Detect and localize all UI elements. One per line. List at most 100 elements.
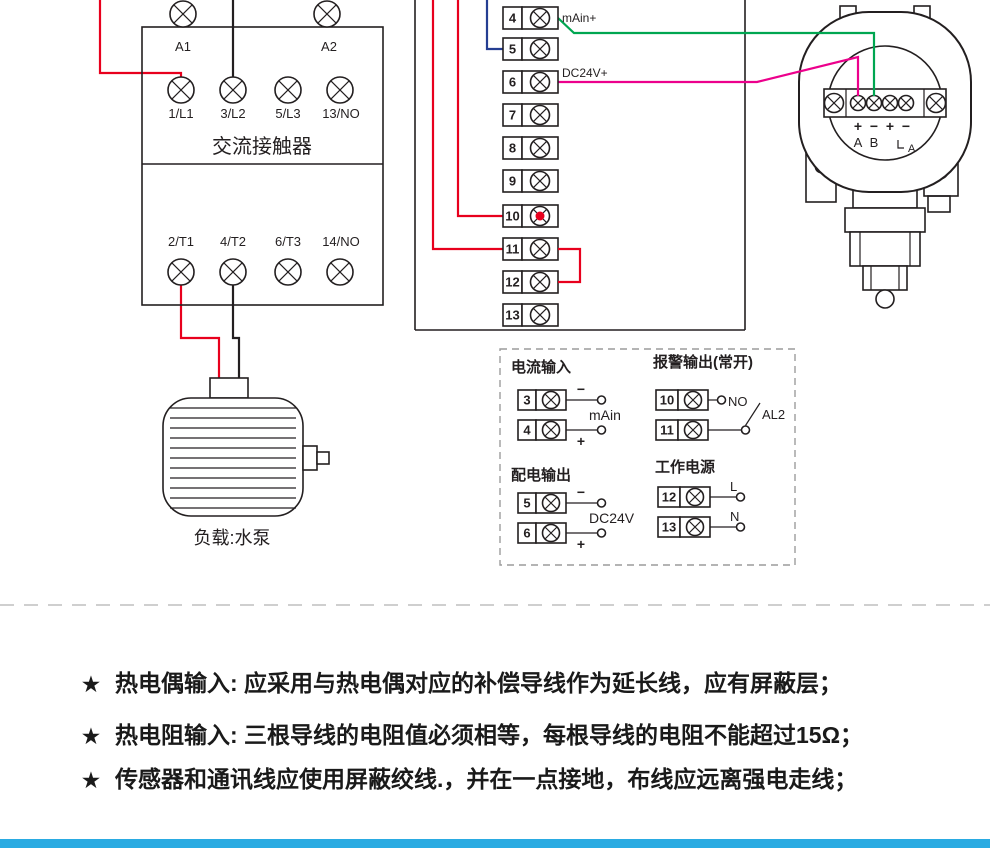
svg-text:4: 4 — [523, 423, 531, 438]
svg-text:13: 13 — [505, 308, 519, 323]
input-terminal-label: 5/L3 — [275, 106, 300, 121]
controller-box — [414, 0, 746, 331]
legend-working-power: 工作电源 12 L 13 N — [655, 458, 746, 538]
no-contact-label: NO — [728, 394, 748, 409]
diagram-svg: + − + − A B A A1 A2 — [0, 0, 990, 606]
polarity-label: + — [886, 118, 894, 134]
legend-border — [499, 348, 796, 566]
wire-end-terminal — [735, 492, 746, 502]
wire-signal-green — [557, 17, 876, 96]
note-line-3: ★ 传感器和通讯线应使用屏蔽绞线.，并在一点接地，布线应远离强电走线； — [82, 760, 857, 794]
note-text: 热电阻输入: 三根导线的电阻值必须相等，每根导线的电阻不能超过15Ω； — [114, 722, 864, 748]
output-terminal-label: 6/T3 — [275, 234, 301, 249]
svg-text:11: 11 — [506, 242, 520, 257]
wire-dc-plus-magenta — [558, 55, 860, 96]
line-label: L — [730, 479, 737, 494]
svg-text:+: + — [577, 433, 585, 449]
svg-text:5: 5 — [523, 496, 530, 511]
wire-load-black — [231, 285, 241, 378]
legend-power-output: 配电输出 5 − 6 + DC24V — [511, 466, 635, 552]
terminal-row: 12 — [502, 270, 559, 294]
alarm-name: AL2 — [762, 407, 785, 422]
pressure-transmitter: + − + − A B A — [798, 5, 972, 309]
svg-text:8: 8 — [509, 141, 516, 156]
wire-jumper-red — [558, 247, 582, 284]
output-terminal-label: 4/T2 — [220, 234, 246, 249]
svg-text:+: + — [577, 536, 585, 552]
terminal4-signal-label: mAin+ — [562, 11, 596, 25]
output-terminal-label: 14/NO — [322, 234, 360, 249]
star-bullet-icon: ★ — [82, 674, 100, 696]
terminal-row: 11 — [502, 237, 559, 261]
note-line-1: ★ 热电偶输入: 应采用与热电偶对应的补偿导线作为延长线，应有屏蔽层； — [82, 664, 842, 698]
svg-text:9: 9 — [509, 174, 516, 189]
terminal-legend: 电流输入 3 − 4 + mAin 报警输出(常开) 10 NO — [499, 348, 796, 566]
terminal-row: 7 — [502, 103, 559, 127]
input-terminal-label: 3/L2 — [220, 106, 245, 121]
port-label: B — [870, 135, 879, 150]
signal-name: mAin — [589, 407, 621, 423]
motor-shaft-tip — [316, 451, 330, 465]
wires — [98, 0, 876, 378]
wire-end-terminal — [596, 425, 607, 435]
terminal6-signal-label: DC24V+ — [562, 66, 608, 80]
wire-end-terminal — [596, 528, 607, 538]
neutral-label: N — [730, 509, 739, 524]
svg-text:6: 6 — [509, 75, 516, 90]
svg-text:报警输出(常开): 报警输出(常开) — [653, 353, 753, 371]
svg-text:7: 7 — [509, 108, 516, 123]
load-label: 负载:水泵 — [193, 528, 270, 548]
svg-text:13: 13 — [662, 520, 676, 535]
terminal-row: 5 — [502, 37, 559, 61]
wire-mains-red — [98, 0, 183, 77]
contactor-title: 交流接触器 — [212, 135, 312, 158]
legend-current-input: 电流输入 3 − 4 + mAin — [511, 358, 621, 449]
svg-text:6: 6 — [523, 526, 530, 541]
svg-text:12: 12 — [505, 275, 519, 290]
terminal-row: 13 — [502, 303, 559, 327]
bracket-foot — [927, 195, 951, 213]
input-terminal-label: 1/L1 — [168, 106, 193, 121]
input-terminal-label: 13/NO — [322, 106, 360, 121]
relay-contact — [740, 425, 751, 435]
motor-shaft — [302, 445, 318, 471]
svg-text:−: − — [577, 381, 585, 397]
water-pump-motor: 负载:水泵 — [162, 377, 330, 548]
signal-name: DC24V — [589, 510, 635, 526]
note-text: 传感器和通讯线应使用屏蔽绞线.，并在一点接地，布线应远离强电走线； — [114, 766, 858, 792]
terminal-row: 9 — [502, 169, 559, 193]
svg-text:10: 10 — [505, 209, 519, 224]
relay-contact — [716, 395, 727, 405]
svg-text:11: 11 — [660, 423, 674, 438]
coil-terminal-label: A1 — [175, 39, 191, 54]
note-line-2: ★ 热电阻输入: 三根导线的电阻值必须相等，每根导线的电阻不能超过15Ω； — [82, 716, 863, 750]
svg-text:−: − — [577, 484, 585, 500]
port-label: A — [854, 135, 863, 150]
transmitter-stem — [862, 265, 908, 291]
wire-end-terminal — [596, 498, 607, 508]
transmitter-neck-flange — [844, 207, 926, 233]
terminal-row: 10 — [502, 204, 559, 228]
wire-end-terminal — [596, 395, 607, 405]
terminal-strip: 4 5 6 7 8 — [502, 6, 608, 327]
wire-load-red — [179, 285, 221, 378]
terminal-row: 6 — [502, 70, 559, 94]
svg-text:3: 3 — [523, 393, 530, 408]
aux-label: A — [908, 143, 916, 155]
terminal-row: 8 — [502, 136, 559, 160]
svg-text:12: 12 — [662, 490, 676, 505]
polarity-label: − — [902, 118, 910, 134]
switch-blade — [744, 402, 761, 426]
svg-text:5: 5 — [509, 42, 516, 57]
star-bullet-icon: ★ — [82, 770, 100, 792]
svg-text:10: 10 — [660, 393, 674, 408]
legend-alarm-output: 报警输出(常开) 10 NO 11 AL2 — [653, 353, 785, 441]
footer-accent-bar — [0, 839, 990, 848]
wire-end-terminal — [735, 522, 746, 532]
svg-text:4: 4 — [509, 11, 517, 26]
terminal-row: 4 — [502, 6, 559, 30]
coil-terminal-label: A2 — [321, 39, 337, 54]
polarity-label: − — [870, 118, 878, 134]
svg-text:电流输入: 电流输入 — [511, 358, 571, 376]
motor-terminal-box — [209, 377, 249, 399]
